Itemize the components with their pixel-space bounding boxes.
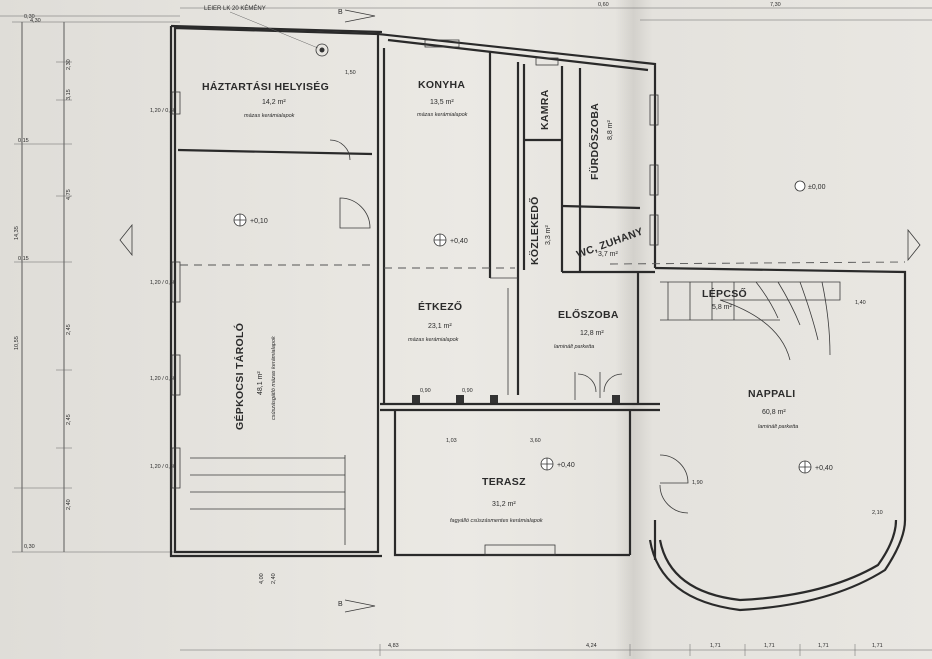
level-markers	[233, 180, 812, 474]
dim-top-a: 4,30	[30, 18, 41, 24]
level-garage: +0,10	[250, 218, 268, 225]
dim-bottom-2: 4,24	[586, 643, 597, 649]
staircase	[660, 281, 841, 361]
room-floor-gepkocsi: csúszásgátló mázas kerámialapok	[271, 336, 277, 420]
section-arrows	[119, 9, 921, 613]
room-name-kamra: KAMRA	[539, 89, 551, 130]
dim-bottom-3: 1,71	[710, 643, 721, 649]
section-mark-top: B	[338, 9, 343, 16]
dim-bottom-5: 1,71	[818, 643, 829, 649]
room-floor-etkezo: mázas kerámialapok	[408, 337, 459, 343]
garage-markings	[180, 261, 906, 545]
dim-window-left-2: 1,20 / 0,60	[150, 280, 176, 286]
dim-210: 2,10	[872, 510, 883, 516]
dim-top-b: 7,30	[770, 2, 781, 8]
room-floor-eloszoba: laminált parketta	[554, 344, 594, 350]
room-area-eloszoba: 12,8 m²	[580, 330, 604, 337]
chimney-label: LEIER LK 20 KÉMÉNY	[204, 5, 266, 12]
dim-left-8: 2,45	[66, 324, 72, 335]
dim-top-c: 0,60	[598, 2, 609, 8]
room-name-furdoszoba: FÜRDŐSZOBA	[588, 103, 601, 180]
dim-left-11: 0,30	[24, 544, 35, 550]
dim-left-1: 0,30	[24, 14, 35, 20]
dim-left-5: 4,75	[66, 189, 72, 200]
dim-190: 1,90	[692, 480, 703, 486]
dim-150: 1,50	[345, 70, 356, 76]
dim-left-2: 2,30	[66, 59, 72, 70]
room-floor-konyha: mázas kerámialapok	[417, 112, 468, 118]
room-area-kozlekedo: 3,3 m²	[545, 224, 552, 245]
dim-window-left-1: 1,20 / 0,60	[150, 108, 176, 114]
dim-bottom-1: 4,83	[388, 643, 399, 649]
room-name-kozlekedo: KÖZLEKEDŐ	[528, 196, 541, 265]
room-name-etkezo: ÉTKEZŐ	[418, 300, 462, 313]
level-living: +0,40	[815, 465, 833, 472]
dim-090-a: 0,90	[420, 388, 431, 394]
room-name-terasz: TERASZ	[482, 476, 526, 488]
dim-bottom-6: 1,71	[872, 643, 883, 649]
dim-140: 1,40	[855, 300, 866, 306]
dim-left-10: 2,40	[66, 499, 72, 510]
room-area-haztartasi: 14,2 m²	[262, 99, 286, 106]
terrace-columns	[412, 395, 620, 403]
dim-left-7: 10,55	[14, 336, 20, 350]
room-floor-terasz: fagyálló csúszásmentes kerámialapok	[450, 518, 543, 524]
room-area-lepcso: 5,8 m²	[712, 304, 733, 311]
room-name-gepkocsi: GÉPKOCSI TÁROLÓ	[233, 323, 246, 430]
dim-window-left-4: 1,20 / 0,80	[150, 464, 176, 470]
room-name-lepcso: LÉPCSŐ	[702, 287, 747, 300]
dim-bottom-4: 1,71	[764, 643, 775, 649]
level-outside: ±0,00	[808, 184, 826, 191]
room-area-nappali: 60,8 m²	[762, 409, 786, 416]
top-dimension-lines	[0, 7, 932, 21]
level-terrace: +0,40	[557, 462, 575, 469]
room-area-wc: 3,7 m²	[598, 251, 619, 258]
dim-090-b: 0,90	[462, 388, 473, 394]
section-mark-bottom: B	[338, 601, 343, 608]
dim-left-6: 0,15	[18, 256, 29, 262]
room-area-furdoszoba: 8,8 m²	[607, 119, 614, 140]
room-floor-nappali: laminált parketta	[758, 424, 798, 430]
room-name-eloszoba: ELŐSZOBA	[558, 308, 619, 321]
dim-400: 4,00	[259, 573, 265, 584]
interior-walls	[177, 48, 655, 404]
room-area-gepkocsi: 48,1 m²	[257, 371, 264, 395]
room-area-konyha: 13,5 m²	[430, 99, 454, 106]
room-floor-haztartasi: mázas kerámialapok	[244, 113, 295, 119]
left-dimension-chain	[12, 21, 180, 553]
dim-left-total: 14,35	[14, 226, 20, 240]
dim-left-4: 0,15	[18, 138, 29, 144]
bottom-dimension-chain	[180, 644, 932, 656]
room-area-terasz: 31,2 m²	[492, 501, 516, 508]
doors	[329, 139, 689, 514]
dim-left-9: 2,45	[66, 414, 72, 425]
dim-left-3: 3,15	[66, 89, 72, 100]
room-name-haztartasi: HÁZTARTÁSI HELYISÉG	[202, 80, 329, 93]
dim-360: 3,60	[530, 438, 541, 444]
room-name-nappali: NAPPALI	[748, 388, 795, 400]
dim-240: 2,40	[271, 573, 277, 584]
dim-window-left-3: 1,20 / 0,60	[150, 376, 176, 382]
room-name-konyha: KONYHA	[418, 79, 465, 91]
dim-103: 1,03	[446, 438, 457, 444]
windows	[171, 39, 659, 556]
level-dining: +0,40	[450, 238, 468, 245]
room-area-etkezo: 23,1 m²	[428, 323, 452, 330]
